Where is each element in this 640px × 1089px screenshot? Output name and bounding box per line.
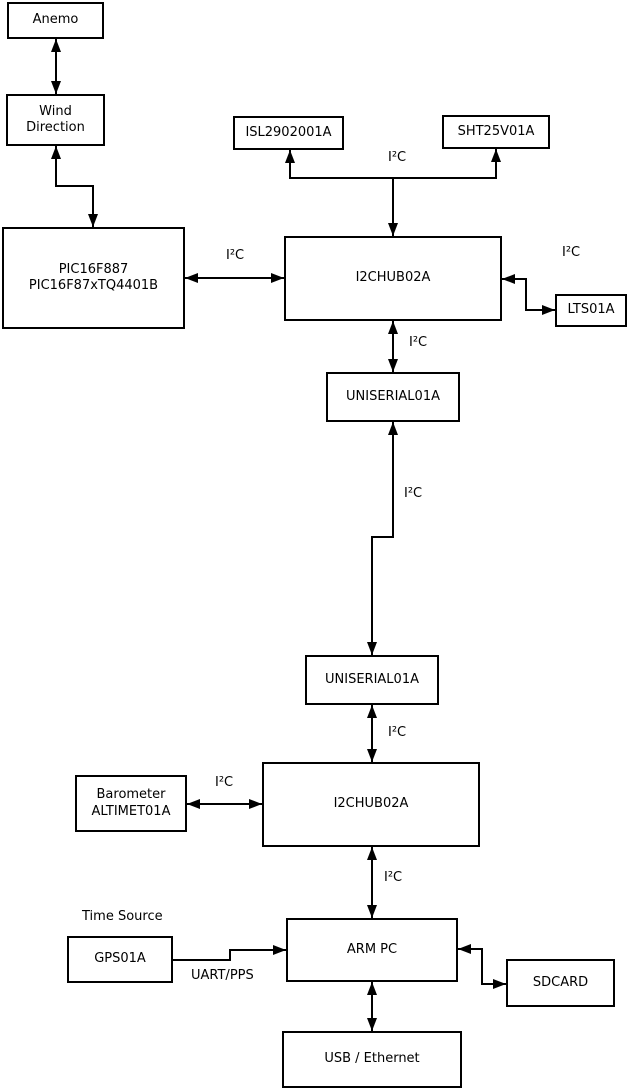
- node-i2chub-bottom: I2CHUB02A: [262, 762, 480, 847]
- node-usb-ethernet-label: USB / Ethernet: [324, 1051, 420, 1067]
- node-isl2902001a: ISL2902001A: [233, 116, 344, 150]
- node-usb-ethernet: USB / Ethernet: [282, 1031, 462, 1088]
- node-gps01a-label: GPS01A: [94, 951, 146, 967]
- node-i2chub-top-label: I2CHUB02A: [355, 270, 431, 286]
- node-wind-direction: Wind Direction: [6, 94, 105, 146]
- node-lts01a-label: LTS01A: [567, 302, 615, 318]
- node-i2chub-top: I2CHUB02A: [284, 236, 502, 321]
- node-sht25v01a: SHT25V01A: [442, 115, 550, 149]
- node-anemo-label: Anemo: [32, 12, 79, 28]
- node-isl2902001a-label: ISL2902001A: [245, 124, 332, 140]
- node-barometer-label: Barometer ALTIMET01A: [91, 787, 171, 819]
- node-i2chub-bottom-label: I2CHUB02A: [333, 796, 409, 812]
- edge-armpc-sdcard: [458, 944, 506, 989]
- uart-pps-label: UART/PPS: [191, 968, 254, 983]
- edge-uniserial-top-uniserial-bottom: [367, 422, 398, 655]
- node-sdcard-label: SDCARD: [532, 974, 589, 990]
- edge-gps-armpc: [173, 945, 286, 961]
- node-lts01a: LTS01A: [555, 294, 627, 327]
- node-sdcard: SDCARD: [506, 959, 615, 1007]
- bus-label-uni2-hub2: I²C: [388, 725, 407, 740]
- bus-label-isl-sht: I²C: [388, 150, 407, 165]
- node-uniserial-top: UNISERIAL01A: [326, 372, 460, 422]
- node-anemo: Anemo: [7, 2, 104, 39]
- bus-label-hub1-uni1: I²C: [409, 335, 428, 350]
- node-wind-direction-label: Wind Direction: [26, 103, 85, 135]
- node-uniserial-bottom-label: UNISERIAL01A: [325, 671, 419, 687]
- bus-label-pic-hub1: I²C: [226, 248, 245, 263]
- node-gps01a: GPS01A: [67, 936, 173, 983]
- edge-wind-direction-pic: [51, 146, 98, 227]
- edge-i2chub-top-lts: [502, 274, 555, 315]
- bus-label-baro-hub2: I²C: [215, 775, 234, 790]
- bus-label-uni1-uni2: I²C: [404, 486, 423, 501]
- node-pic-label: PIC16F887 PIC16F87xTQ4401B: [28, 261, 159, 293]
- node-pic: PIC16F887 PIC16F87xTQ4401B: [2, 227, 185, 329]
- time-source-label: Time Source: [82, 909, 163, 924]
- node-barometer: Barometer ALTIMET01A: [75, 775, 187, 832]
- bus-label-hub2-arm: I²C: [384, 870, 403, 885]
- node-sht25v01a-label: SHT25V01A: [457, 123, 535, 139]
- node-uniserial-bottom: UNISERIAL01A: [305, 655, 439, 705]
- node-arm-pc: ARM PC: [286, 918, 458, 982]
- bus-label-hub1-lts: I²C: [562, 245, 581, 260]
- node-arm-pc-label: ARM PC: [346, 941, 398, 957]
- node-uniserial-top-label: UNISERIAL01A: [346, 388, 440, 404]
